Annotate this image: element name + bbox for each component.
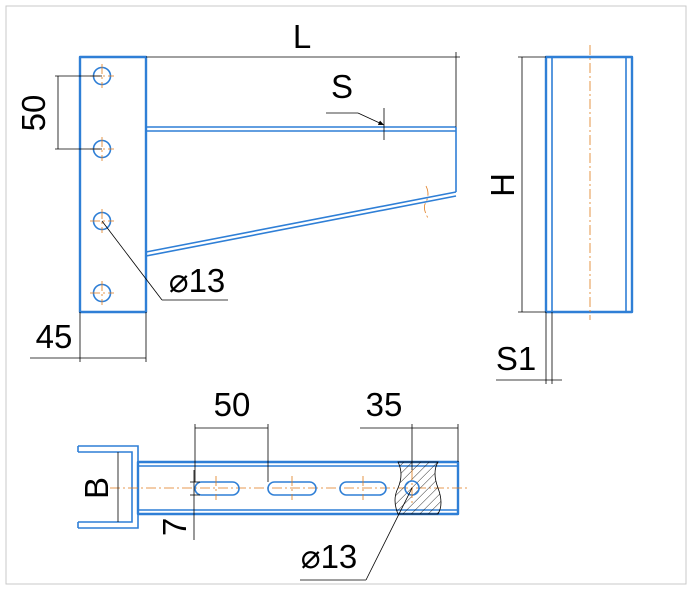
height-label: H bbox=[484, 173, 521, 197]
slots bbox=[194, 476, 387, 500]
hole-diameter-top-label: ⌀13 bbox=[301, 538, 358, 575]
end-offset-label: 35 bbox=[366, 386, 403, 423]
slot bbox=[194, 481, 240, 496]
section-hatch bbox=[394, 461, 442, 515]
bracket-front-body bbox=[544, 55, 634, 314]
slot-width-label: 7 bbox=[156, 518, 193, 536]
width-label: B bbox=[78, 477, 115, 499]
bracket-arm bbox=[145, 126, 457, 257]
side-view: L S 50 ⌀13 45 bbox=[15, 18, 460, 362]
plate-holes bbox=[90, 64, 114, 305]
hole-pitch-label: 50 bbox=[15, 95, 52, 132]
hole-diameter-side-label: ⌀13 bbox=[169, 262, 226, 299]
top-view: B 7 50 35 ⌀13 bbox=[77, 386, 470, 581]
mounting-plate bbox=[78, 55, 148, 314]
slot-pitch-label: 50 bbox=[214, 386, 251, 423]
front-view: H S1 bbox=[484, 45, 634, 384]
flange-thickness-label: S1 bbox=[496, 340, 536, 377]
plate-width-label: 45 bbox=[36, 318, 73, 355]
drawing-frame bbox=[5, 5, 687, 585]
thickness-label: S bbox=[331, 68, 353, 105]
length-label: L bbox=[293, 18, 311, 55]
